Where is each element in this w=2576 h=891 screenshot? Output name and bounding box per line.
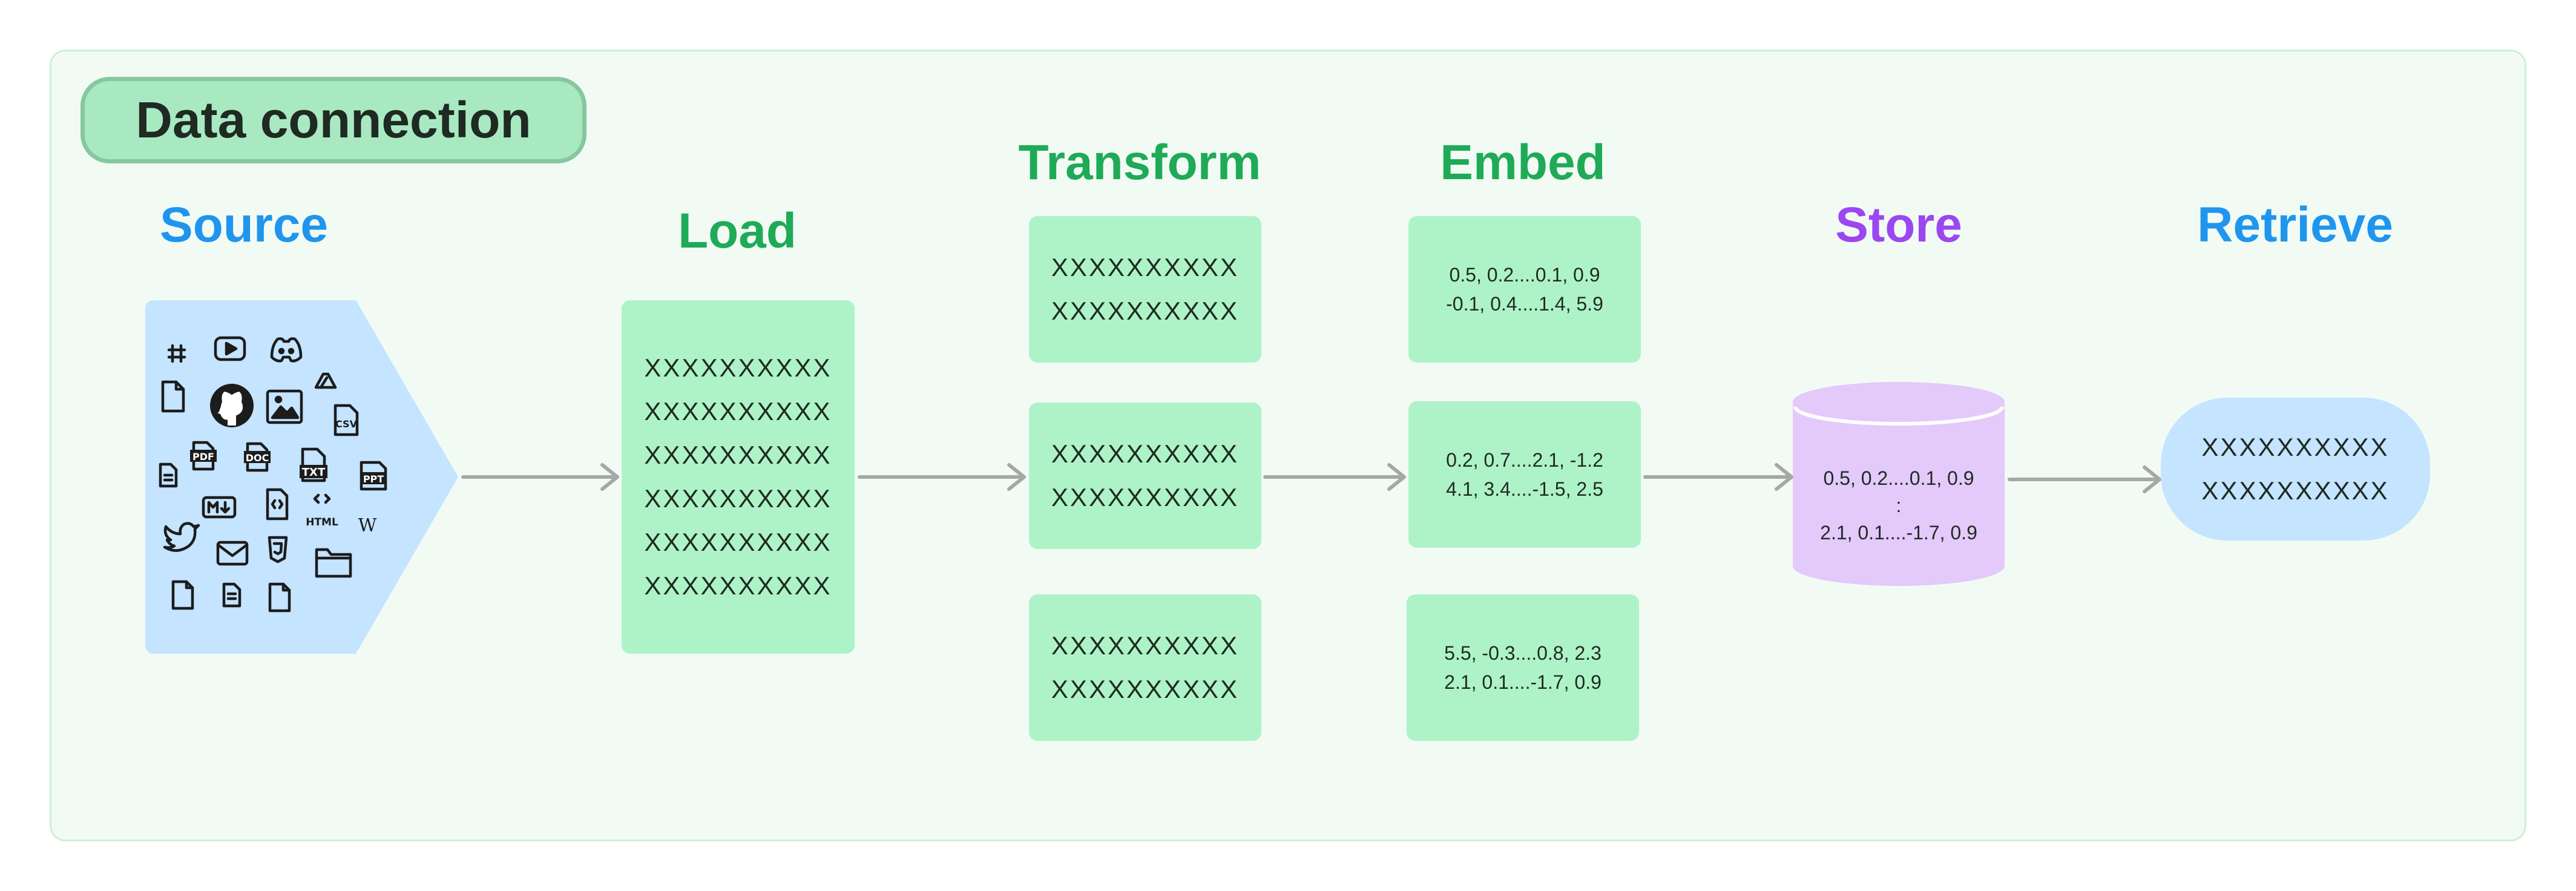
arrow-store-to-retrieve xyxy=(2008,465,2161,493)
stage-heading-store: Store xyxy=(1835,197,1962,252)
transform-chunk: XXXXXXXXXX XXXXXXXXXX xyxy=(1029,403,1261,549)
csv-label: CSV xyxy=(335,418,358,430)
chunk-line: XXXXXXXXXX xyxy=(1051,297,1240,325)
store-line: 0.5, 0.2....0.1, 0.9 xyxy=(1823,467,1974,489)
stage-heading-retrieve: Retrieve xyxy=(2197,197,2393,252)
load-line: XXXXXXXXXX xyxy=(644,353,832,382)
stage-heading-source: Source xyxy=(160,197,328,252)
store-line: : xyxy=(1896,494,1902,516)
json-icon xyxy=(266,488,289,521)
data-connection-panel xyxy=(50,50,2526,841)
document-icon-2 xyxy=(222,582,242,608)
load-line: XXXXXXXXXX xyxy=(644,528,832,556)
transform-chunk: XXXXXXXXXX XXXXXXXXXX xyxy=(1029,594,1261,741)
store-contents: 0.5, 0.2....0.1, 0.9 : 2.1, 0.1....-1.7,… xyxy=(1793,460,2005,551)
file-icon xyxy=(161,380,185,413)
arrow-source-to-load xyxy=(461,463,619,491)
vector-line: 0.2, 0.7....2.1, -1.2 xyxy=(1446,449,1603,471)
transform-chunk: XXXXXXXXXX XXXXXXXXXX xyxy=(1029,216,1261,363)
folder-icon xyxy=(315,548,352,578)
html-label: HTML xyxy=(306,516,338,528)
embed-vector: 0.5, 0.2....0.1, 0.9 -0.1, 0.4....1.4, 5… xyxy=(1408,216,1641,363)
stage-heading-transform: Transform xyxy=(1018,135,1261,190)
chunk-line: XXXXXXXXXX xyxy=(1051,631,1240,660)
embed-vector: 5.5, -0.3....0.8, 2.3 2.1, 0.1....-1.7, … xyxy=(1407,594,1639,741)
slack-icon xyxy=(167,344,186,363)
csv-icon xyxy=(334,404,359,436)
arrow-embed-to-store xyxy=(1643,463,1793,491)
vector-line: -0.1, 0.4....1.4, 5.9 xyxy=(1446,293,1603,315)
retrieve-line: XXXXXXXXXX xyxy=(2201,433,2390,461)
load-line: XXXXXXXXXX xyxy=(644,397,832,426)
txt-label: TXT xyxy=(302,466,326,479)
chunk-line: XXXXXXXXXX xyxy=(1051,253,1240,281)
load-line: XXXXXXXXXX xyxy=(644,571,832,600)
youtube-icon xyxy=(214,336,246,361)
title-badge: Data connection xyxy=(80,77,586,163)
wikipedia-label: W xyxy=(358,515,377,536)
load-line: XXXXXXXXXX xyxy=(644,441,832,469)
chunk-line: XXXXXXXXXX xyxy=(1051,483,1240,511)
store-cylinder xyxy=(1793,382,2005,586)
load-line: XXXXXXXXXX xyxy=(644,484,832,513)
file-icon-2 xyxy=(171,580,194,610)
github-icon xyxy=(210,384,254,427)
twitter-icon xyxy=(163,522,200,552)
retrieve-line: XXXXXXXXXX xyxy=(2201,476,2390,505)
discord-icon xyxy=(270,337,303,363)
vector-line: 2.1, 0.1....-1.7, 0.9 xyxy=(1444,671,1602,693)
retrieve-shape: XXXXXXXXXX XXXXXXXXXX xyxy=(2161,398,2430,541)
css-icon xyxy=(268,536,288,564)
chunk-line: XXXXXXXXXX xyxy=(1051,439,1240,468)
ppt-label: PPT xyxy=(363,473,384,485)
arrow-load-to-transform xyxy=(858,463,1026,491)
file-icon-3 xyxy=(268,582,291,613)
vector-line: 0.5, 0.2....0.1, 0.9 xyxy=(1449,264,1600,286)
mail-icon xyxy=(216,541,249,566)
stage-heading-embed: Embed xyxy=(1440,135,1606,190)
doc-label: DOC xyxy=(246,452,269,464)
html-icon xyxy=(313,493,331,504)
document-icon xyxy=(159,462,178,488)
image-icon xyxy=(266,389,303,424)
vector-line: 5.5, -0.3....0.8, 2.3 xyxy=(1444,642,1602,664)
vector-line: 4.1, 3.4....-1.5, 2.5 xyxy=(1446,478,1603,500)
load-box: XXXXXXXXXX XXXXXXXXXX XXXXXXXXXX XXXXXXX… xyxy=(622,300,855,654)
arrow-transform-to-embed xyxy=(1263,463,1406,491)
embed-vector: 0.2, 0.7....2.1, -1.2 4.1, 3.4....-1.5, … xyxy=(1408,401,1641,548)
store-line: 2.1, 0.1....-1.7, 0.9 xyxy=(1820,521,1977,544)
pdf-label: PDF xyxy=(192,451,214,462)
chunk-line: XXXXXXXXXX xyxy=(1051,675,1240,703)
stage-heading-load: Load xyxy=(678,203,797,258)
drive-icon xyxy=(314,372,337,389)
markdown-icon xyxy=(202,496,237,519)
